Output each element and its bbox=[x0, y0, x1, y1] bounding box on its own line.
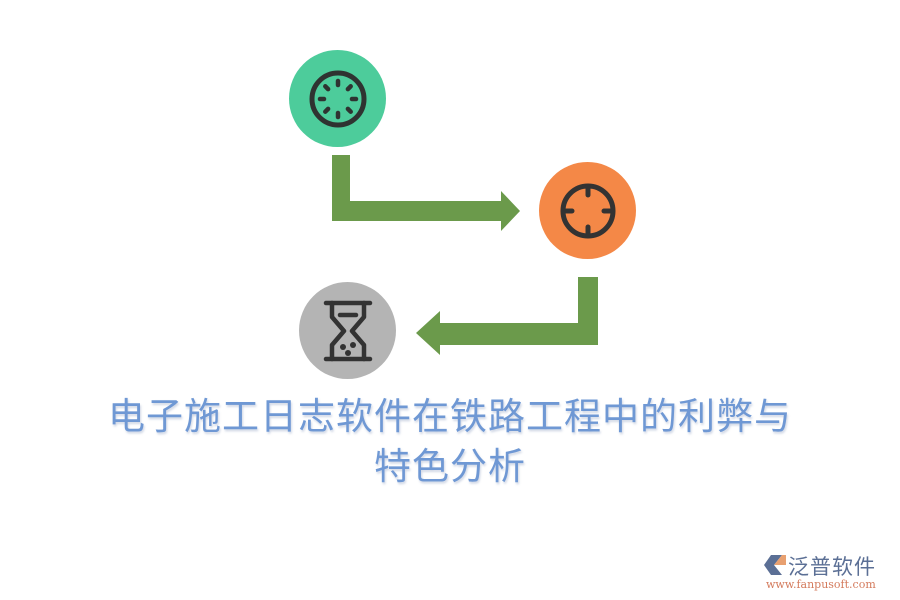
fanpu-logo-icon bbox=[764, 555, 786, 575]
logo-name: 泛普软件 bbox=[788, 555, 876, 579]
arrow-node1-to-node2 bbox=[332, 155, 520, 231]
arrow-node2-to-node3 bbox=[416, 277, 598, 355]
diagram-title: 电子施工日志软件在铁路工程中的利弊与 特色分析 bbox=[0, 392, 900, 492]
node-loading bbox=[289, 50, 386, 147]
hourglass-icon bbox=[323, 300, 372, 361]
brand-logo: 泛普软件 www.fanpusoft.com bbox=[758, 551, 898, 591]
title-line-1: 电子施工日志软件在铁路工程中的利弊与 bbox=[108, 395, 792, 438]
loading-spinner-icon bbox=[309, 70, 366, 127]
title-line-2: 特色分析 bbox=[374, 445, 526, 488]
node-hourglass bbox=[299, 282, 396, 379]
logo-url: www.fanpusoft.com bbox=[766, 578, 876, 591]
crosshair-target-icon bbox=[560, 183, 615, 238]
node-target bbox=[539, 162, 636, 259]
